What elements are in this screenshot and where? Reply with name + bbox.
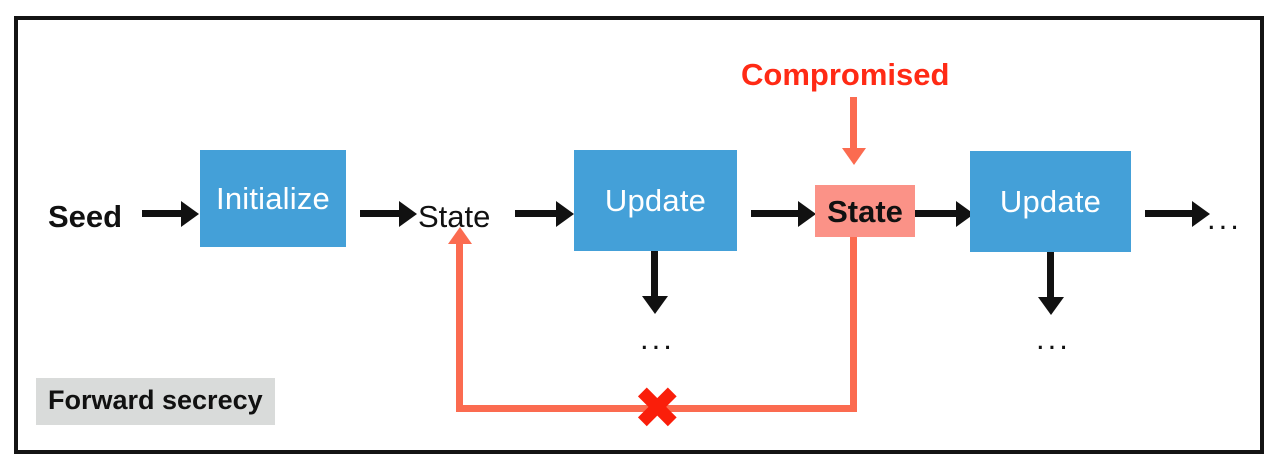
arrow-update1-to-state2 <box>751 210 799 217</box>
arrow-update2-output <box>1047 252 1054 298</box>
tail-ellipsis: ... <box>1207 201 1242 236</box>
state-2-compromised-label: State <box>815 185 915 237</box>
arrow-update2-to-tail <box>1145 210 1193 217</box>
feedback-line-up <box>456 242 463 412</box>
diagram-frame: Seed Initialize State Update State Updat… <box>14 16 1264 454</box>
seed-label: Seed <box>48 199 123 234</box>
initialize-box[interactable]: Initialize <box>200 150 346 247</box>
arrow-seed-to-initialize <box>142 210 182 217</box>
update-box-2[interactable]: Update <box>970 151 1131 252</box>
feedback-line-down <box>850 237 857 412</box>
compromised-label: Compromised <box>741 57 950 92</box>
update2-output-ellipsis: ... <box>1036 321 1071 356</box>
compromised-arrow <box>850 97 857 150</box>
arrow-state1-to-update1 <box>515 210 557 217</box>
update1-output-ellipsis: ... <box>640 321 675 356</box>
arrow-initialize-to-state1 <box>360 210 400 217</box>
forward-secrecy-caption: Forward secrecy <box>36 378 275 425</box>
feedback-line-horizontal <box>456 405 857 412</box>
arrow-update1-output <box>651 251 658 297</box>
blocked-x-icon: ✖ <box>633 374 682 442</box>
arrow-state2-to-update2 <box>915 210 957 217</box>
update-box-1[interactable]: Update <box>574 150 737 251</box>
